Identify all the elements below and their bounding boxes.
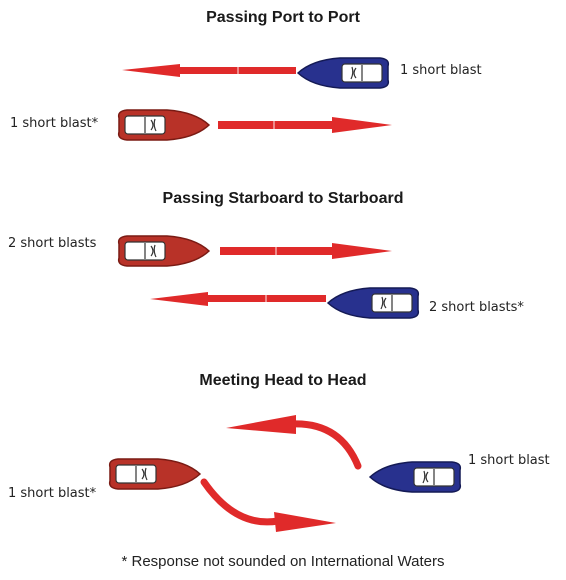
port-blue-label: 1 short blast (400, 63, 482, 78)
port-blue-boat (297, 57, 390, 89)
head-red-label: 1 short blast* (8, 486, 97, 501)
starboard-red-label: 2 short blasts (8, 236, 97, 251)
starboard-red-arrow (220, 243, 392, 259)
head-blue-label: 1 short blast (468, 453, 550, 468)
head-blue-curved-arrow (226, 415, 362, 470)
head-blue-boat (369, 461, 462, 493)
starboard-red-boat (117, 235, 210, 267)
starboard-blue-boat (327, 287, 420, 319)
port-red-label: 1 short blast* (10, 116, 99, 131)
port-red-arrow (218, 117, 392, 133)
port-to-port-title: Passing Port to Port (206, 9, 360, 26)
port-blue-arrow (122, 64, 296, 77)
starboard-blue-arrow (150, 292, 326, 306)
footnote: * Response not sounded on International … (121, 553, 445, 570)
starboard-to-starboard-title: Passing Starboard to Starboard (162, 190, 404, 207)
head-red-curved-arrow (200, 478, 336, 532)
starboard-blue-label: 2 short blasts* (429, 300, 524, 315)
head-to-head-title: Meeting Head to Head (199, 372, 367, 389)
port-red-boat (117, 109, 210, 141)
head-red-boat (108, 458, 201, 490)
